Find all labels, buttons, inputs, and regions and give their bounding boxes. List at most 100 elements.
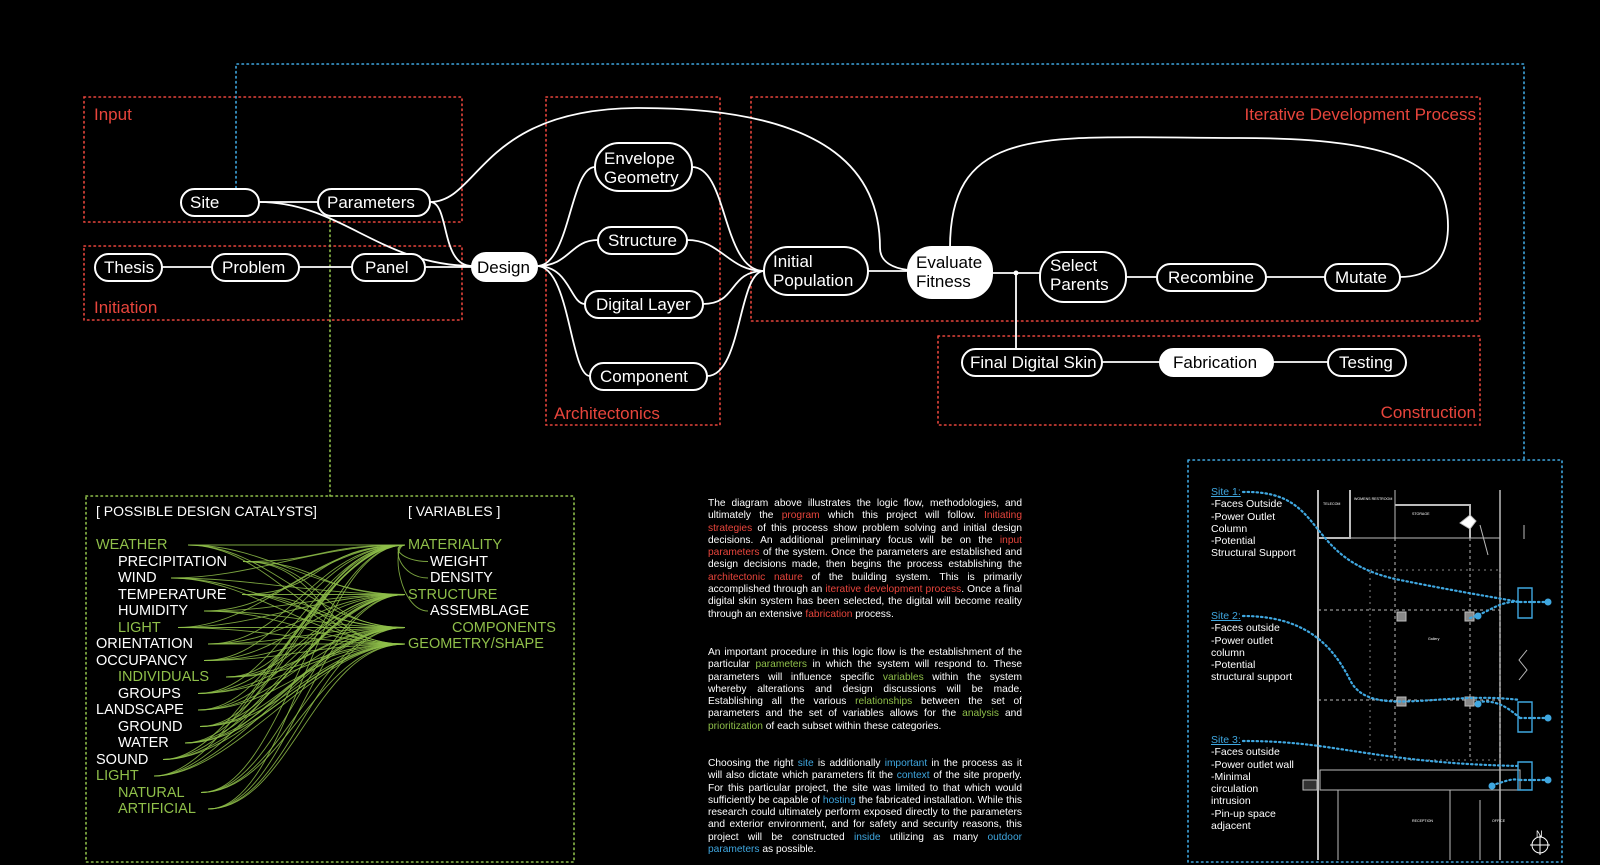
- paragraph-segment: and: [998, 708, 1023, 720]
- construction-label: Construction: [1381, 403, 1476, 422]
- relationship-line: [153, 627, 406, 777]
- site-note-line: Structural Support: [1211, 547, 1296, 560]
- relationship-line: [177, 627, 406, 645]
- relationship-line: [199, 627, 406, 727]
- list-item: NATURAL: [118, 784, 185, 801]
- paragraph-segment: . Once a final digital skin system has b…: [708, 584, 1022, 620]
- relationship-line: [153, 594, 406, 777]
- svg-text:Envelope: Envelope: [604, 149, 675, 168]
- paragraph-segment: of the building system. This is primaril…: [708, 571, 1022, 596]
- node-mutate: Mutate: [1324, 263, 1401, 292]
- relationship-line: [207, 594, 406, 810]
- paragraph-segment: of the system. Once the parameters are e…: [708, 547, 1022, 571]
- relationship-line: [199, 643, 406, 727]
- svg-text:Final Digital Skin: Final Digital Skin: [970, 353, 1097, 372]
- relationship-line: [203, 610, 406, 628]
- node-structure: Structure: [597, 226, 688, 255]
- site-note-line: column: [1211, 646, 1245, 659]
- site-plan-region: [1187, 459, 1563, 863]
- paragraph-segment: hosting: [822, 794, 856, 806]
- plan-storage: STORAGE: [1412, 512, 1430, 516]
- relationship-line: [200, 643, 406, 793]
- node-design: Design: [471, 252, 538, 282]
- list-item: INDIVIDUALS: [118, 669, 210, 685]
- catalyst-variable-links: [153, 544, 429, 810]
- relationship-line: [177, 544, 406, 628]
- site-title: Site 3:: [1211, 734, 1241, 746]
- relationship-line: [153, 544, 406, 777]
- relationship-line: [162, 643, 406, 760]
- list-item: DENSITY: [430, 570, 493, 586]
- relationship-line: [203, 544, 406, 612]
- list-item: LIGHT: [118, 619, 161, 636]
- catalysts-region: [85, 495, 575, 863]
- paragraph-segment: utilizing as many: [880, 831, 988, 843]
- paragraph-segment: as possible.: [759, 844, 817, 856]
- input-label: Input: [94, 105, 132, 124]
- relationship-line: [203, 544, 406, 661]
- svg-text:Site: Site: [190, 193, 219, 212]
- svg-text:Component: Component: [600, 367, 688, 386]
- list-item: GROUND: [118, 718, 183, 735]
- relationship-line: [177, 594, 406, 628]
- relationship-line: [197, 544, 406, 694]
- svg-text:Mutate: Mutate: [1335, 268, 1387, 287]
- paragraph-segment: An important procedure in this logic flo…: [708, 647, 1022, 671]
- list-item: WEIGHT: [430, 553, 488, 570]
- plan-telecom: TELECOM: [1323, 502, 1340, 506]
- list-item: LIGHT: [96, 768, 139, 784]
- relationship-line: [242, 561, 406, 595]
- list-item: MATERIALITY: [408, 537, 502, 553]
- paragraph-segment: in the process as it will also dictate w…: [708, 758, 1022, 782]
- relationship-line: [197, 627, 406, 711]
- relationship-line: [207, 627, 406, 810]
- relationship-line: [203, 594, 406, 661]
- svg-text:Parameters: Parameters: [327, 193, 415, 212]
- site-leader-lines: [1241, 490, 1550, 791]
- svg-text:Design: Design: [477, 258, 530, 277]
- svg-text:Thesis: Thesis: [104, 258, 154, 277]
- node-digital-layer: Digital Layer: [584, 290, 704, 319]
- node-final-digital-skin: Final Digital Skin: [961, 348, 1103, 377]
- architectonics-label: Architectonics: [554, 404, 660, 423]
- node-recombine: Recombine: [1156, 263, 1267, 292]
- node-testing: Testing: [1327, 348, 1407, 377]
- relationship-line: [153, 643, 406, 777]
- paragraph-segment: input parameters: [708, 534, 1022, 559]
- site-title: Site 1:: [1211, 486, 1241, 498]
- list-item: ORIENTATION: [96, 636, 193, 652]
- relationship-line: [170, 577, 406, 595]
- svg-text:Panel: Panel: [365, 258, 408, 277]
- list-item: WATER: [118, 735, 169, 751]
- site-note-line: -Potential: [1211, 659, 1256, 672]
- paragraph-segment: of this process show problem solving and…: [708, 522, 1022, 546]
- list-item: OCCUPANCY: [96, 652, 188, 669]
- paragraph-segment: of each subset within these categories.: [762, 720, 942, 732]
- list-item: GEOMETRY/SHAPE: [408, 636, 544, 652]
- paragraph-segment: context: [896, 770, 930, 782]
- svg-text:Fabrication: Fabrication: [1173, 353, 1257, 372]
- svg-text:Digital Layer: Digital Layer: [596, 295, 691, 314]
- list-item: SOUND: [96, 751, 149, 768]
- site-note-line: -Potential: [1211, 535, 1256, 548]
- paragraph-segment: inside: [853, 831, 881, 843]
- relationship-line: [170, 544, 406, 579]
- paragraph-segment: site: [797, 758, 814, 769]
- svg-text:Select: Select: [1050, 256, 1098, 275]
- list-item: ARTIFICIAL: [118, 801, 196, 817]
- north-arrow-label: N: [1536, 829, 1543, 839]
- paragraph-segment: iterative development process: [825, 584, 962, 596]
- site-note-line: Column: [1211, 522, 1248, 535]
- relationship-line: [197, 643, 406, 711]
- variables-header: [ VARIABLES ]: [408, 503, 501, 519]
- relationship-line: [197, 594, 406, 694]
- list-item: LANDSCAPE: [96, 702, 184, 718]
- list-item: TEMPERATURE: [118, 586, 227, 603]
- node-panel: Panel: [351, 253, 426, 282]
